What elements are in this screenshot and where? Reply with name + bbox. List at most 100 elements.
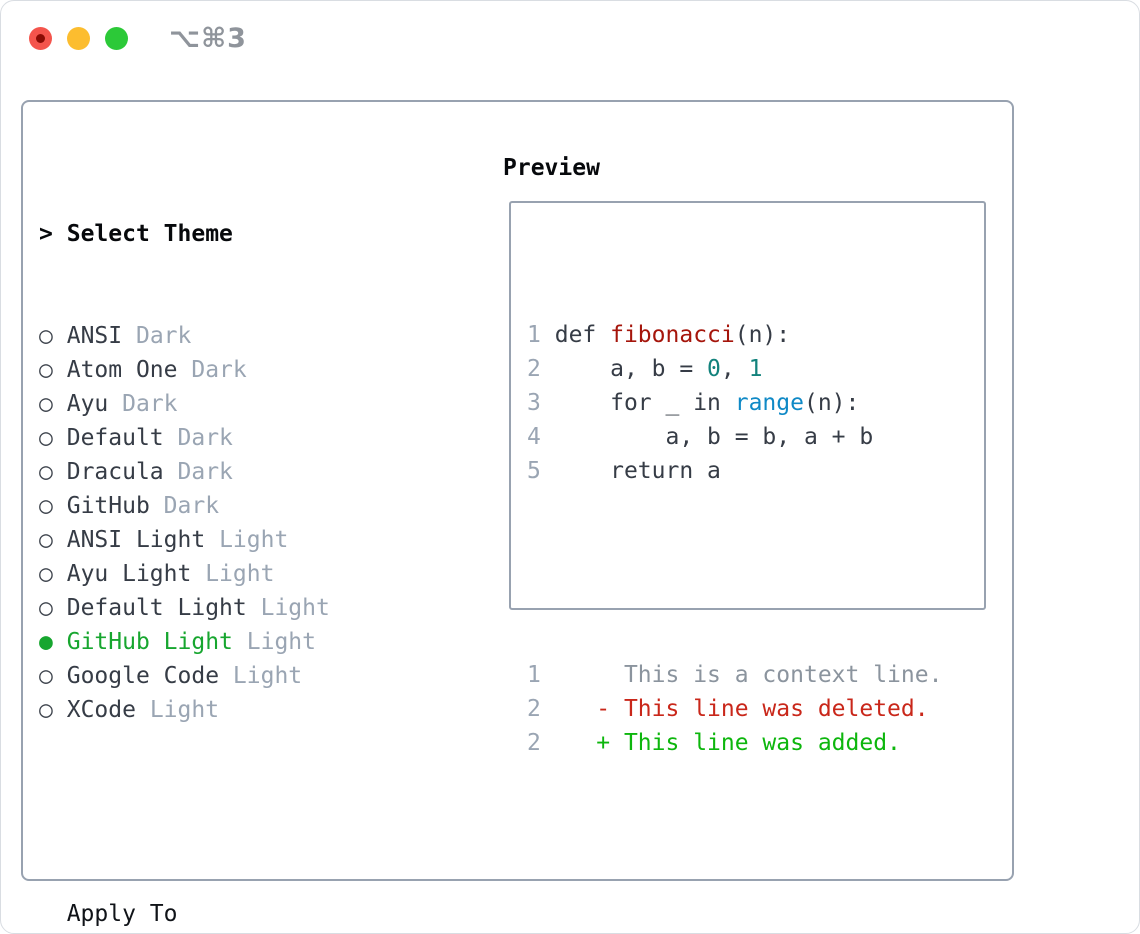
zoom-button[interactable]	[105, 26, 128, 50]
space	[247, 595, 261, 621]
theme-name: GitHub	[66, 493, 150, 519]
select-theme-title: Select Theme	[66, 221, 233, 247]
space	[53, 527, 67, 553]
code-token-code: for _ in	[554, 390, 735, 416]
space	[191, 561, 205, 587]
code-line: 2 a, b = 0, 1	[527, 352, 984, 386]
theme-name: ANSI Light	[66, 527, 206, 553]
radio-icon: ○	[39, 663, 53, 689]
radio-icon: ○	[39, 595, 53, 621]
space	[541, 390, 555, 416]
space	[541, 696, 555, 722]
radio-icon: ○	[39, 561, 53, 587]
space	[53, 357, 67, 383]
line-number: 2	[527, 696, 541, 722]
prompt-icon: >	[39, 221, 53, 247]
space	[53, 561, 67, 587]
theme-variant-tag: Light	[260, 595, 330, 621]
theme-variant-tag: Dark	[191, 357, 247, 383]
theme-option[interactable]: ○ Default Light Light	[39, 591, 427, 625]
code-token-code: return a	[554, 458, 721, 484]
space	[164, 425, 178, 451]
space	[108, 391, 122, 417]
select-theme-header: > Select Theme	[39, 217, 427, 251]
radio-icon: ○	[39, 493, 53, 519]
diff-line: 1 This is a context line.	[527, 658, 984, 692]
code-line: 4 a, b = b, a + b	[527, 420, 984, 454]
space	[205, 527, 219, 553]
line-number: 2	[527, 356, 541, 382]
space	[541, 424, 555, 450]
line-number: 1	[527, 322, 541, 348]
space	[53, 663, 67, 689]
radio-icon: ○	[39, 697, 53, 723]
theme-variant-tag: Light	[205, 561, 275, 587]
close-button[interactable]	[29, 26, 52, 50]
window-titlebar: ⌥⌘3	[1, 1, 1139, 75]
line-number: 4	[527, 424, 541, 450]
theme-name: Default Light	[66, 595, 247, 621]
radio-icon: ○	[39, 323, 53, 349]
radio-icon: ○	[39, 357, 53, 383]
theme-name: ANSI	[66, 323, 123, 349]
code-token-code: a, b = b, a + b	[554, 424, 874, 450]
radio-icon: ○	[39, 425, 53, 451]
theme-variant-tag: Light	[246, 629, 316, 655]
theme-variant-tag: Light	[219, 527, 289, 553]
line-number: 5	[527, 458, 541, 484]
diff-line: 2 - This line was deleted.	[527, 692, 984, 726]
preview-header: Preview	[503, 155, 600, 181]
space	[53, 493, 67, 519]
theme-variant-tag: Dark	[177, 459, 233, 485]
line-number: 1	[527, 662, 541, 688]
spacer	[39, 795, 427, 829]
space	[53, 697, 67, 723]
code-token-code: (n):	[734, 322, 791, 348]
code-token-number: 0	[707, 356, 721, 382]
theme-picker-column: > Select Theme ○ ANSI Dark○ Atom One Dar…	[39, 149, 427, 933]
radio-icon: ○	[39, 391, 53, 417]
theme-name: Default	[66, 425, 164, 451]
diff-preview: 1 This is a context line.2 - This line w…	[527, 658, 984, 760]
theme-option[interactable]: ○ Atom One Dark	[39, 353, 427, 387]
space	[541, 356, 555, 382]
theme-name: Dracula	[66, 459, 164, 485]
spacer	[527, 556, 984, 590]
theme-name: Google Code	[66, 663, 220, 689]
theme-option[interactable]: ○ ANSI Light Light	[39, 523, 427, 557]
radio-icon: ○	[39, 459, 53, 485]
theme-option[interactable]: ○ Ayu Light Light	[39, 557, 427, 591]
theme-option[interactable]: ○ GitHub Dark	[39, 489, 427, 523]
code-token-deleted: - This line was deleted.	[554, 696, 929, 722]
theme-option[interactable]: ○ XCode Light	[39, 693, 427, 727]
line-number: 3	[527, 390, 541, 416]
space	[164, 459, 178, 485]
theme-option[interactable]: ○ ANSI Dark	[39, 319, 427, 353]
space	[219, 663, 233, 689]
space	[122, 323, 136, 349]
space	[53, 425, 67, 451]
space	[136, 697, 150, 723]
theme-name: XCode	[66, 697, 136, 723]
theme-name: Atom One	[66, 357, 178, 383]
line-number: 2	[527, 730, 541, 756]
radio-selected-icon: ●	[39, 629, 53, 655]
code-token-function: fibonacci	[610, 322, 735, 348]
space	[541, 458, 555, 484]
diff-line: 2 + This line was added.	[527, 726, 984, 760]
theme-option[interactable]: ○ Dracula Dark	[39, 455, 427, 489]
theme-option[interactable]: ○ Default Dark	[39, 421, 427, 455]
theme-name: GitHub Light	[66, 629, 233, 655]
code-line: 3 for _ in range(n):	[527, 386, 984, 420]
space	[541, 662, 555, 688]
code-token-added: + This line was added.	[554, 730, 901, 756]
theme-option[interactable]: ○ Google Code Light	[39, 659, 427, 693]
window-title-shortcut: ⌥⌘3	[169, 22, 247, 54]
theme-option[interactable]: ● GitHub Light Light	[39, 625, 427, 659]
theme-variant-tag: Light	[149, 697, 220, 723]
theme-variant-tag: Dark	[135, 323, 192, 349]
code-token-code: a, b =	[554, 356, 708, 382]
theme-option[interactable]: ○ Ayu Dark	[39, 387, 427, 421]
minimize-button[interactable]	[67, 26, 90, 50]
